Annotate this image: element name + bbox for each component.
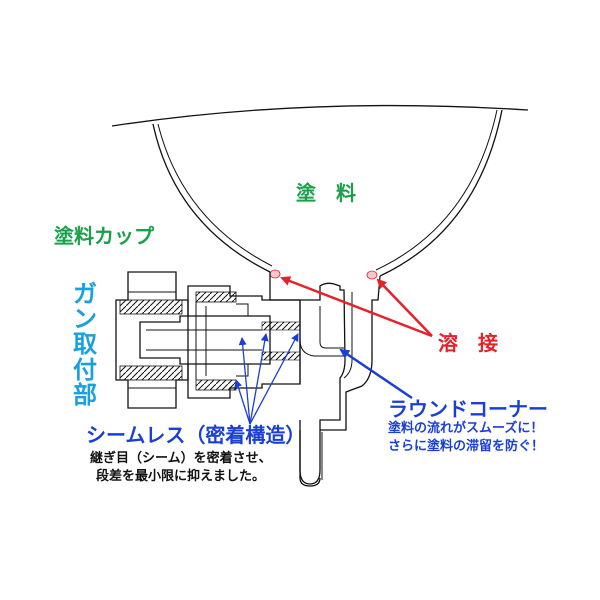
seamless-label: シームレス（密着構造） [86,423,306,447]
bowl-right-outer [379,109,503,277]
inner-tube [139,315,271,365]
round-corner-desc-2: さらに塗料の滞留を防ぐ！ [388,439,545,454]
round-corner-label: ラウンドコーナー [388,397,548,421]
round-corner-desc-1: 塗料の流れがスムーズに！ [388,421,544,436]
weld-spot-right [366,270,378,280]
bowl-left-outer [152,123,271,273]
paint-label: 塗 料 [296,181,356,205]
round-corner-arrow [339,348,413,400]
nut-thread-bottom [119,365,183,381]
bowl-right-inner [375,109,498,271]
seamless-arrows [234,333,299,425]
seamless-desc-1: 継ぎ目（シーム）を密着させ、 [90,451,272,466]
weld-label: 溶 接 [438,331,498,355]
cup-rim [111,104,529,127]
weld-arrow-left [280,276,433,338]
bowl-left-inner [157,123,273,267]
weld-spot-left [269,269,281,279]
paint-cup-label: 塗料カップ [54,224,154,248]
gun-mount-label: ガン取付部 [73,280,97,409]
weld-arrow-right [376,278,433,337]
nut-thread-top [119,299,183,315]
seamless-desc-2: 段差を最小限に抑えました。 [96,469,266,484]
outlet-body [269,272,346,485]
